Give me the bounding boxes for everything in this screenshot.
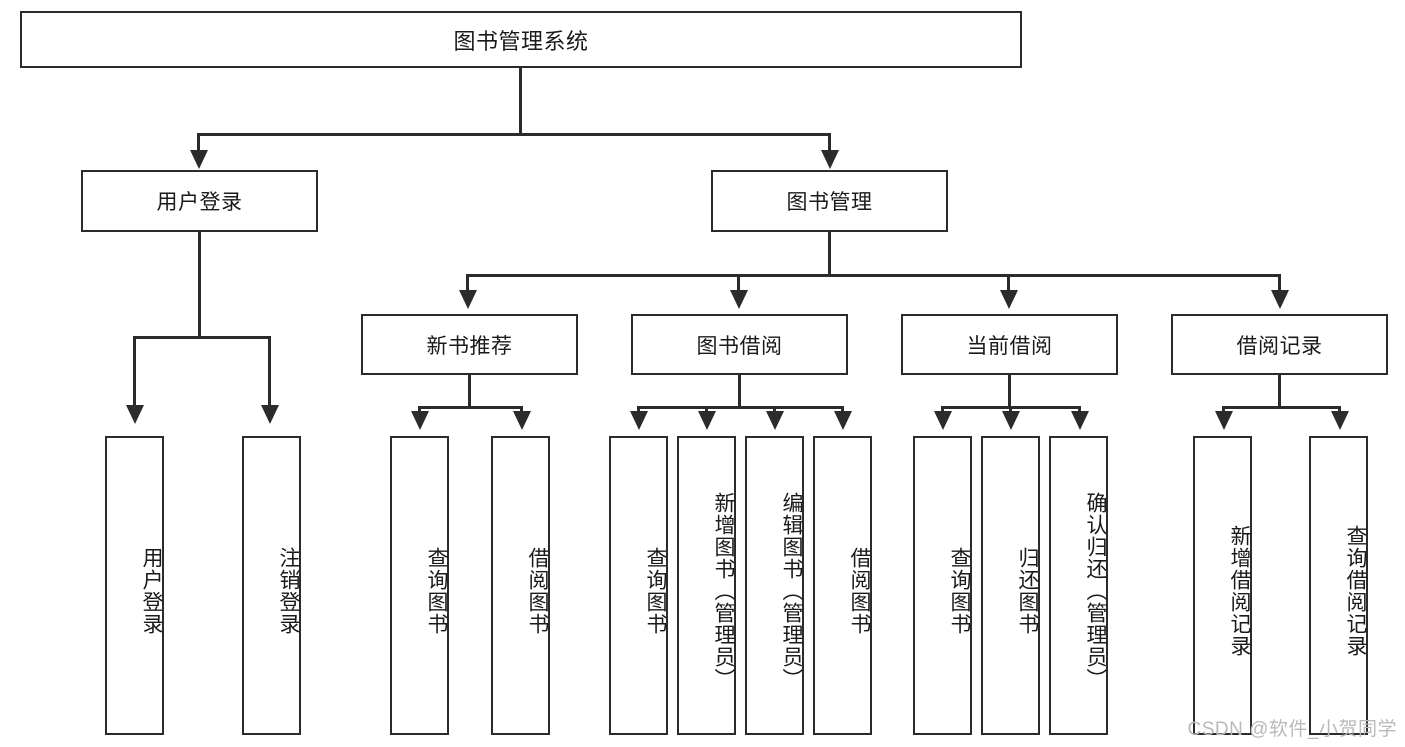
connector-br-bar	[1222, 406, 1338, 409]
node-current-borrow[interactable]: 当前借阅	[901, 314, 1118, 375]
connector-br-stem	[1278, 375, 1281, 409]
connector-root-bar	[197, 133, 831, 136]
leaf-label: 新增图书（管理员）	[712, 491, 735, 690]
connector-cb-stem	[1008, 375, 1011, 409]
leaf-label: 查询图书	[425, 546, 448, 635]
connector-bb-drop-1	[637, 406, 640, 414]
leaf-label: 查询借阅记录	[1344, 524, 1367, 657]
arrow-bm-to-book-borrow	[730, 290, 748, 309]
node-leaf-borrow-book-2[interactable]: 借阅图书	[813, 436, 872, 735]
node-leaf-user-login[interactable]: 用户登录	[105, 436, 164, 735]
arrow-cb-leaf-1	[934, 411, 952, 430]
leaf-label: 借阅图书	[526, 546, 549, 635]
node-leaf-borrow-book-1[interactable]: 借阅图书	[491, 436, 550, 735]
leaf-label: 借阅图书	[848, 546, 871, 635]
connector-nbr-drop-2	[520, 406, 523, 414]
node-leaf-query-book-2[interactable]: 查询图书	[609, 436, 668, 735]
leaf-label: 查询图书	[948, 546, 971, 635]
connector-cb-drop-3	[1078, 406, 1081, 414]
node-root-system[interactable]: 图书管理系统	[20, 11, 1022, 68]
connector-cb-drop-2	[1009, 406, 1012, 414]
connector-bb-drop-2	[705, 406, 708, 414]
node-user-login[interactable]: 用户登录	[81, 170, 318, 232]
leaf-label: 编辑图书（管理员）	[780, 491, 803, 690]
node-borrow-record[interactable]: 借阅记录	[1171, 314, 1388, 375]
arrow-cb-leaf-3	[1071, 411, 1089, 430]
node-leaf-query-book-3[interactable]: 查询图书	[913, 436, 972, 735]
watermark-text: CSDN @软件_小贺同学	[1187, 719, 1397, 740]
leaf-label: 确认归还（管理员）	[1084, 491, 1107, 690]
connector-book-management-bar	[466, 274, 1281, 277]
arrow-nbr-leaf-2	[513, 411, 531, 430]
connector-bb-drop-4	[841, 406, 844, 414]
connector-root-to-book-management	[828, 133, 831, 153]
connector-nbr-bar	[418, 406, 520, 409]
leaf-label: 查询图书	[644, 546, 667, 635]
leaf-label: 新增借阅记录	[1228, 524, 1251, 657]
connector-cb-drop-1	[941, 406, 944, 414]
connector-nbr-stem	[468, 375, 471, 409]
connector-br-drop-2	[1338, 406, 1341, 414]
arrow-user-login-leaf-1	[126, 405, 144, 424]
leaf-label: 归还图书	[1016, 546, 1039, 635]
leaf-label: 注销登录	[277, 546, 300, 635]
node-leaf-query-book-1[interactable]: 查询图书	[390, 436, 449, 735]
connector-root-to-user-login	[197, 133, 200, 153]
leaf-label: 用户登录	[140, 546, 163, 635]
arrow-bb-leaf-2	[698, 411, 716, 430]
node-book-borrow[interactable]: 图书借阅	[631, 314, 848, 375]
connector-root-stem	[519, 68, 522, 134]
connector-bb-bar	[637, 406, 842, 409]
arrow-bm-to-borrow-record	[1271, 290, 1289, 309]
arrow-nbr-leaf-1	[411, 411, 429, 430]
arrow-br-leaf-1	[1215, 411, 1233, 430]
node-leaf-edit-book[interactable]: 编辑图书（管理员）	[745, 436, 804, 735]
connector-bb-drop-3	[773, 406, 776, 414]
connector-book-management-stem	[828, 232, 831, 277]
arrow-bb-leaf-1	[630, 411, 648, 430]
node-leaf-add-record[interactable]: 新增借阅记录	[1193, 436, 1252, 735]
connector-bb-stem	[738, 375, 741, 409]
arrow-bb-leaf-3	[766, 411, 784, 430]
connector-br-drop-1	[1222, 406, 1225, 414]
node-leaf-confirm-return[interactable]: 确认归还（管理员）	[1049, 436, 1108, 735]
node-new-book-recommend[interactable]: 新书推荐	[361, 314, 578, 375]
connector-bm-drop-1	[466, 274, 469, 293]
node-leaf-query-record[interactable]: 查询借阅记录	[1309, 436, 1368, 735]
arrow-br-leaf-2	[1331, 411, 1349, 430]
node-leaf-add-book[interactable]: 新增图书（管理员）	[677, 436, 736, 735]
arrow-bm-to-new-book-recommend	[459, 290, 477, 309]
arrow-bb-leaf-4	[834, 411, 852, 430]
arrow-user-login-leaf-2	[261, 405, 279, 424]
connector-bm-drop-3	[1007, 274, 1010, 293]
connector-nbr-drop-1	[418, 406, 421, 414]
connector-bm-drop-2	[737, 274, 740, 293]
connector-user-login-bar	[133, 336, 268, 339]
node-leaf-return-book[interactable]: 归还图书	[981, 436, 1040, 735]
connector-user-login-drop-1	[133, 336, 136, 408]
node-leaf-user-logout[interactable]: 注销登录	[242, 436, 301, 735]
arrow-root-to-user-login	[190, 150, 208, 169]
connector-bm-drop-4	[1278, 274, 1281, 293]
arrow-bm-to-current-borrow	[1000, 290, 1018, 309]
arrow-root-to-book-management	[821, 150, 839, 169]
connector-user-login-stem	[198, 232, 201, 339]
connector-user-login-drop-2	[268, 336, 271, 408]
node-book-management[interactable]: 图书管理	[711, 170, 948, 232]
arrow-cb-leaf-2	[1002, 411, 1020, 430]
